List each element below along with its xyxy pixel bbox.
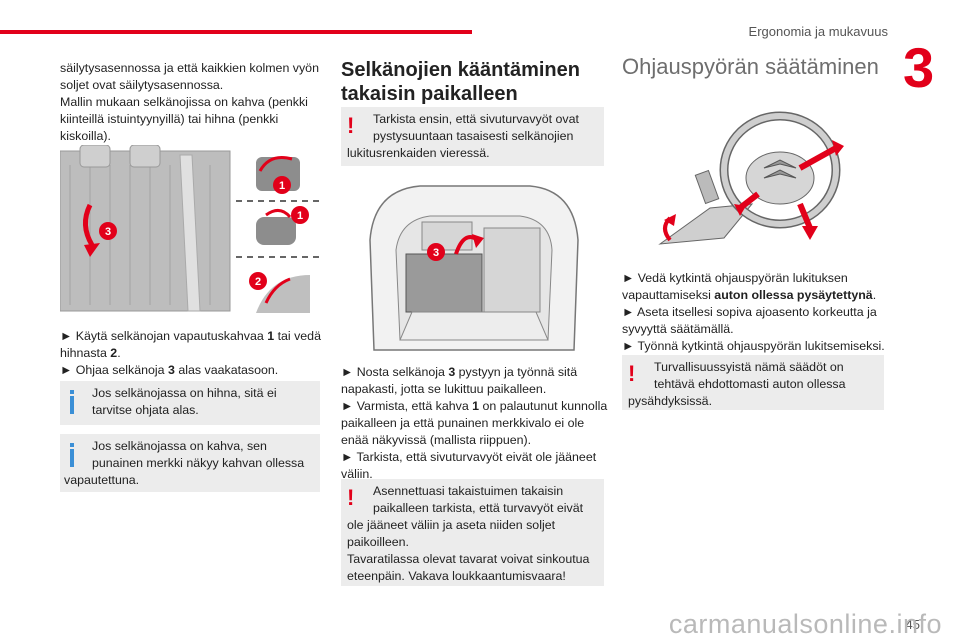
section-heading: Selkänojien kääntäminen — [341, 59, 580, 81]
figure-marker-1: 1 — [297, 210, 303, 222]
warning-text: pysähdyksissä. — [628, 394, 713, 408]
figure-marker-3: 3 — [105, 226, 111, 238]
info-icon — [70, 443, 74, 447]
info-icon-bar — [70, 449, 74, 467]
warning-icon: ! — [347, 113, 355, 138]
steering-wheel-figure — [640, 108, 850, 256]
warning-text: ole jääneet väliin ja aseta niiden solje… — [347, 518, 556, 532]
intro-line: Mallin mukaan selkänojissa on kahva (pen… — [60, 95, 308, 109]
page-number: 45 — [905, 617, 920, 632]
watermark: carmanualsonline.info — [668, 609, 942, 639]
warning-text: lukitusrenkaiden vieressä. — [347, 146, 490, 160]
warning-box: ! Asennettuasi takaistuimen takaisin pai… — [341, 479, 604, 586]
step-text: ► Käytä selkänojan vapautuskahvaa 1 tai … — [60, 329, 321, 343]
info-text: Jos selkänojassa on kahva, sen — [92, 439, 267, 453]
intro-line: säilytysasennossa ja että kaikkien kolme… — [60, 61, 319, 75]
warning-text: pystysuuntaan tasaisesti selkänojien — [373, 129, 574, 143]
section-heading: Ohjauspyörän säätäminen — [622, 54, 879, 79]
step-text: ► Aseta itsellesi sopiva ajoasento korke… — [622, 305, 877, 319]
intro-line: soljet ovat säilytysasennossa. — [60, 78, 224, 92]
intro-line: kiinteillä istuintyynyillä) tai hihna (p… — [60, 112, 279, 126]
warning-box: ! Tarkista ensin, että sivuturvavyöt ova… — [341, 107, 604, 166]
warning-text: paikalleen tarkista, että turvavyöt eivä… — [373, 501, 584, 515]
step-text: enää näkyvissä (mallista riippuen). — [341, 433, 532, 447]
step-text: hihnasta 2. — [60, 346, 121, 360]
rear-seat-fold-figure: 1 1 2 3 — [60, 145, 322, 323]
header-red-bar — [0, 30, 472, 34]
info-text: tarvitse ohjata alas. — [92, 403, 199, 417]
warning-text: tehtävä ehdottomasti auton ollessa — [654, 377, 846, 391]
step-text: ► Nosta selkänoja 3 pystyyn ja työnnä si… — [341, 365, 578, 379]
warning-box: ! Turvallisuussyistä nämä säädöt on teht… — [622, 355, 884, 410]
step-text: ► Vedä kytkintä ohjauspyörän lukituksen — [622, 271, 848, 285]
warning-text: paikoilleen. — [347, 535, 409, 549]
figure-marker-2: 2 — [255, 276, 261, 288]
section-title: Ergonomia ja mukavuus — [748, 24, 888, 39]
warning-text: Tarkista ensin, että sivuturvavyöt ovat — [373, 112, 579, 126]
info-box: Jos selkänojassa on kahva, sen punainen … — [60, 434, 320, 492]
step-text: ► Ohjaa selkänoja 3 alas vaakatasoon. — [60, 363, 279, 377]
section-heading: takaisin paikalleen — [341, 83, 518, 105]
step-text: paikalleen ja että punainen merkkivalo e… — [341, 416, 585, 430]
figure-marker-3: 3 — [433, 247, 439, 259]
info-icon-bar — [70, 396, 74, 414]
info-box: Jos selkänojassa on hihna, sitä ei tarvi… — [60, 381, 320, 425]
warning-icon: ! — [628, 361, 636, 386]
step-text: ► Varmista, että kahva 1 on palautunut k… — [341, 399, 608, 413]
warning-text: Asennettuasi takaistuimen takaisin — [373, 484, 564, 498]
figure-marker-1: 1 — [279, 180, 285, 192]
step-text: väliin. — [341, 467, 373, 481]
step-text: napakasti, jotta se lukittuu paikalleen. — [341, 382, 547, 396]
step-text: syvyyttä säätämällä. — [622, 322, 734, 336]
step-text: vapauttamiseksi auton ollessa pysäytetty… — [622, 288, 877, 302]
info-text: punainen merkki näkyy kahvan ollessa — [92, 456, 305, 470]
info-text: vapautettuna. — [64, 473, 140, 487]
warning-text: eteenpäin. Vakava loukkaantumisvaara! — [347, 569, 566, 583]
intro-line: kiskoilla). — [60, 129, 111, 143]
trunk-seatback-figure: 3 — [360, 180, 588, 354]
step-text: ► Työnnä kytkintä ohjauspyörän lukitsemi… — [622, 339, 885, 353]
warning-text: Turvallisuussyistä nämä säädöt on — [654, 360, 844, 374]
info-icon — [70, 390, 74, 394]
warning-icon: ! — [347, 485, 355, 510]
step-text: ► Tarkista, että sivuturvavyöt eivät ole… — [341, 450, 597, 464]
chapter-number: 3 — [903, 36, 935, 99]
warning-text: Tavaratilassa olevat tavarat voivat sink… — [347, 552, 590, 566]
info-text: Jos selkänojassa on hihna, sitä ei — [92, 386, 277, 400]
